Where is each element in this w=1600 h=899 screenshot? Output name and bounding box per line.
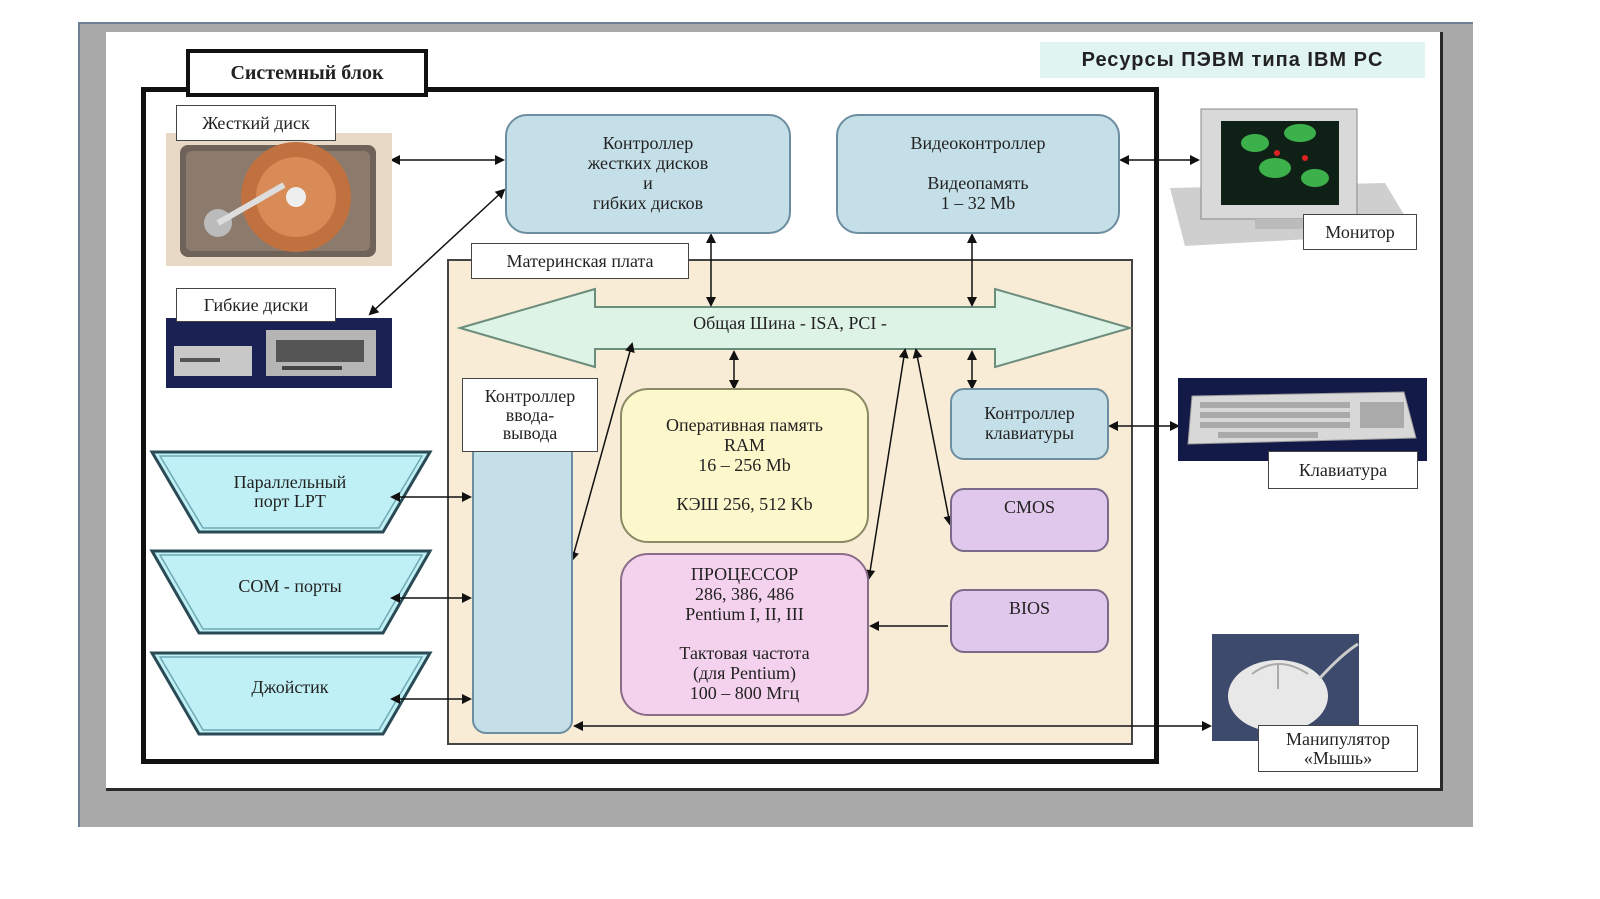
- bus-to-processor: [865, 348, 909, 580]
- io-controller-label: Контроллер ввода- вывода: [462, 378, 598, 452]
- system-block-title: Системный блок: [186, 49, 428, 97]
- floppy-drive-icon: [174, 330, 376, 376]
- motherboard-label: Материнская плата: [471, 243, 689, 279]
- diagram-title: Ресурсы ПЭВМ типа IBM PC: [1040, 42, 1425, 78]
- hard-disk-icon: [180, 142, 376, 257]
- floppy-disks-label: Гибкие диски: [176, 288, 336, 322]
- bus-to-io-controller: [569, 342, 635, 562]
- lpt-port-shape: [149, 450, 433, 534]
- com-ports-label: COM - порты: [238, 575, 342, 596]
- com-port-shape: [149, 549, 433, 635]
- joystick-label: Джойстик: [251, 676, 329, 697]
- mouse-image: [1212, 634, 1359, 741]
- keyboard-icon: [1187, 391, 1417, 445]
- video-controller-box: Видеоконтроллер Видеопамять 1 – 32 Mb: [836, 114, 1120, 234]
- io-controller-column: [472, 440, 573, 734]
- monitor-label: Монитор: [1303, 214, 1417, 250]
- keyboard-image: [1178, 378, 1427, 461]
- cmos-box: CMOS: [950, 488, 1109, 552]
- processor-box: ПРОЦЕССОР 286, 386, 486 Pentium I, II, I…: [620, 553, 869, 716]
- ram-box: Оперативная память RAM 16 – 256 Mb КЭШ 2…: [620, 388, 869, 543]
- disk-controller-box: Контроллер жестких дисков и гибких диско…: [505, 114, 791, 234]
- bus-label: Общая Шина - ISA, PCI -: [693, 312, 887, 333]
- fdd-to-disk-controller: [368, 188, 506, 316]
- joystick-shape: [149, 651, 433, 736]
- bios-box: BIOS: [950, 589, 1109, 653]
- keyboard-label: Клавиатура: [1268, 451, 1418, 489]
- mouse-label: Манипулятор «Мышь»: [1258, 725, 1418, 772]
- hard-disk-image: [166, 133, 392, 266]
- mouse-icon: [1228, 642, 1359, 732]
- hard-disk-label: Жесткий диск: [176, 105, 336, 141]
- floppy-drives-image: [166, 318, 392, 388]
- bus-to-cmos: [912, 348, 954, 526]
- keyboard-controller-box: Контроллер клавиатуры: [950, 388, 1109, 460]
- lpt-port-label: Параллельный порт LPT: [233, 472, 347, 511]
